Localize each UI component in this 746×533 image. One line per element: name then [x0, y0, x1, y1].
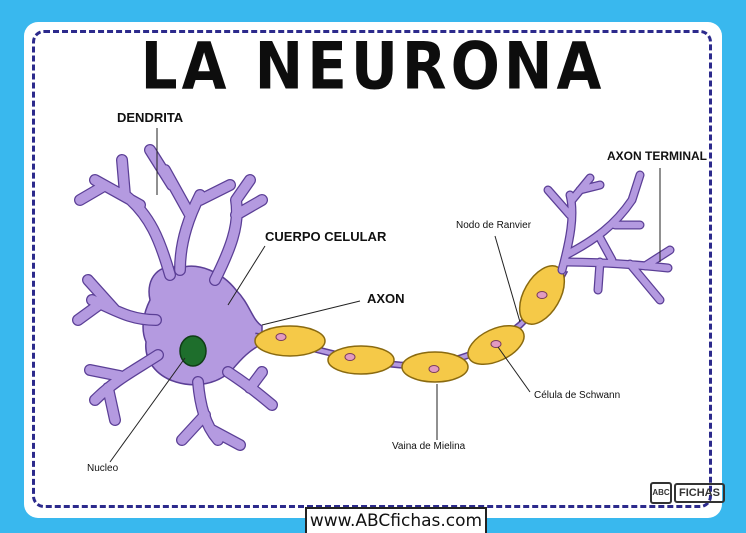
neuron-cell-body — [143, 266, 262, 384]
label-axon: AXON — [367, 291, 405, 306]
schwann-cell — [255, 326, 325, 356]
label-axon-terminal: AXON TERMINAL — [607, 149, 707, 163]
myelin-sheath — [255, 258, 574, 382]
footer-url[interactable]: www.ABCfichas.com — [305, 507, 487, 533]
logo-text: FICHAS — [674, 483, 725, 503]
label-vaina-mielina: Vaina de Mielina — [392, 441, 465, 452]
abc-blocks-icon: ABC — [650, 482, 672, 504]
abcfichas-logo: ABC FICHAS — [650, 482, 725, 504]
axon-terminal-branches — [548, 175, 670, 300]
label-nodo-ranvier: Nodo de Ranvier — [456, 220, 531, 231]
label-nucleo: Nucleo — [87, 463, 118, 474]
label-celula-schwann: Célula de Schwann — [534, 390, 620, 401]
label-cuerpo-celular: CUERPO CELULAR — [265, 229, 386, 244]
label-dendrita: DENDRITA — [117, 110, 183, 125]
nucleus — [180, 336, 206, 366]
schwann-cell — [328, 346, 394, 374]
